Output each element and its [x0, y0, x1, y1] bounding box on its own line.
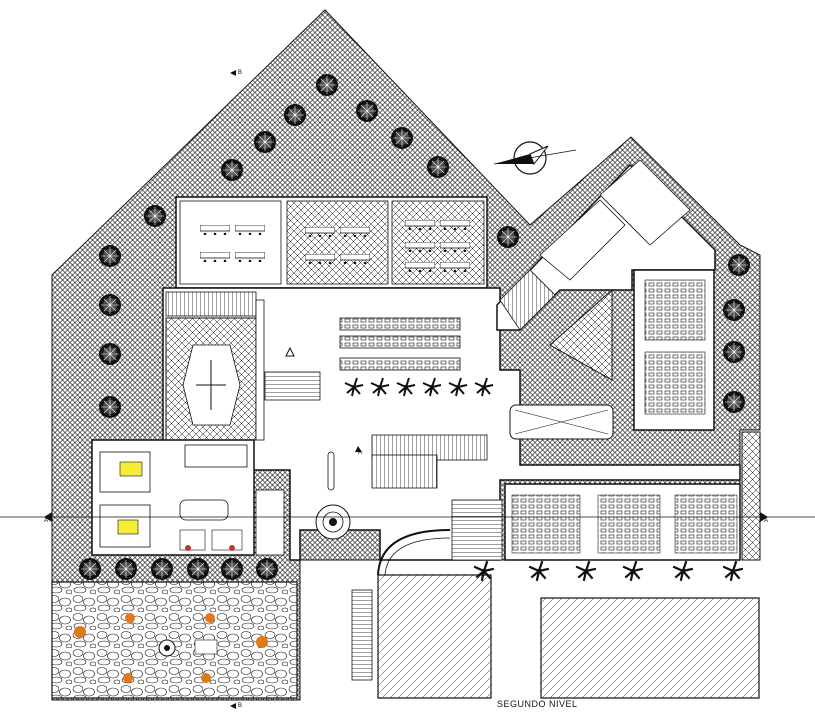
tree-icon	[78, 557, 102, 581]
hatched-courts	[377, 529, 760, 699]
stone-garden	[51, 581, 298, 699]
plaza-left	[165, 291, 265, 441]
diagonal-wing	[496, 159, 716, 440]
central-stairs	[351, 434, 503, 681]
tree-icon	[722, 390, 746, 414]
left-office-block	[91, 439, 285, 556]
tree-icon	[143, 204, 167, 228]
section-b-bottom-label: B	[238, 703, 243, 709]
tree-icon	[283, 103, 307, 127]
right-auditorium	[633, 269, 715, 431]
tree-icon	[186, 557, 210, 581]
tree-icon	[315, 73, 339, 97]
tree-icon	[722, 340, 746, 364]
central-seating	[264, 317, 461, 401]
section-marker-icon	[230, 70, 362, 709]
tree-icon	[426, 155, 450, 179]
tree-icon	[253, 130, 277, 154]
tree-icon	[150, 557, 174, 581]
section-line-a	[0, 512, 815, 522]
tree-icon	[355, 99, 379, 123]
tree-icon	[390, 126, 414, 150]
section-b-top-label: B	[238, 70, 243, 76]
section-a-left-label: A	[44, 518, 49, 524]
tree-icon	[114, 557, 138, 581]
tree-icon	[98, 395, 122, 419]
tree-icon	[220, 557, 244, 581]
tree-icon	[98, 293, 122, 317]
north-arrow-icon	[493, 141, 577, 175]
section-a-mid-label: A	[358, 450, 363, 456]
section-a-right-label: A	[764, 518, 769, 524]
tree-icon	[220, 158, 244, 182]
tree-icon	[255, 557, 279, 581]
tree-icon	[727, 253, 751, 277]
tree-icon	[98, 244, 122, 268]
bottom-right-classrooms	[504, 431, 761, 561]
tree-icon	[98, 342, 122, 366]
top-classroom-block	[175, 196, 488, 289]
tree-icon	[722, 298, 746, 322]
level-title: SEGUNDO NIVEL	[497, 699, 578, 709]
tree-icon	[496, 225, 520, 249]
